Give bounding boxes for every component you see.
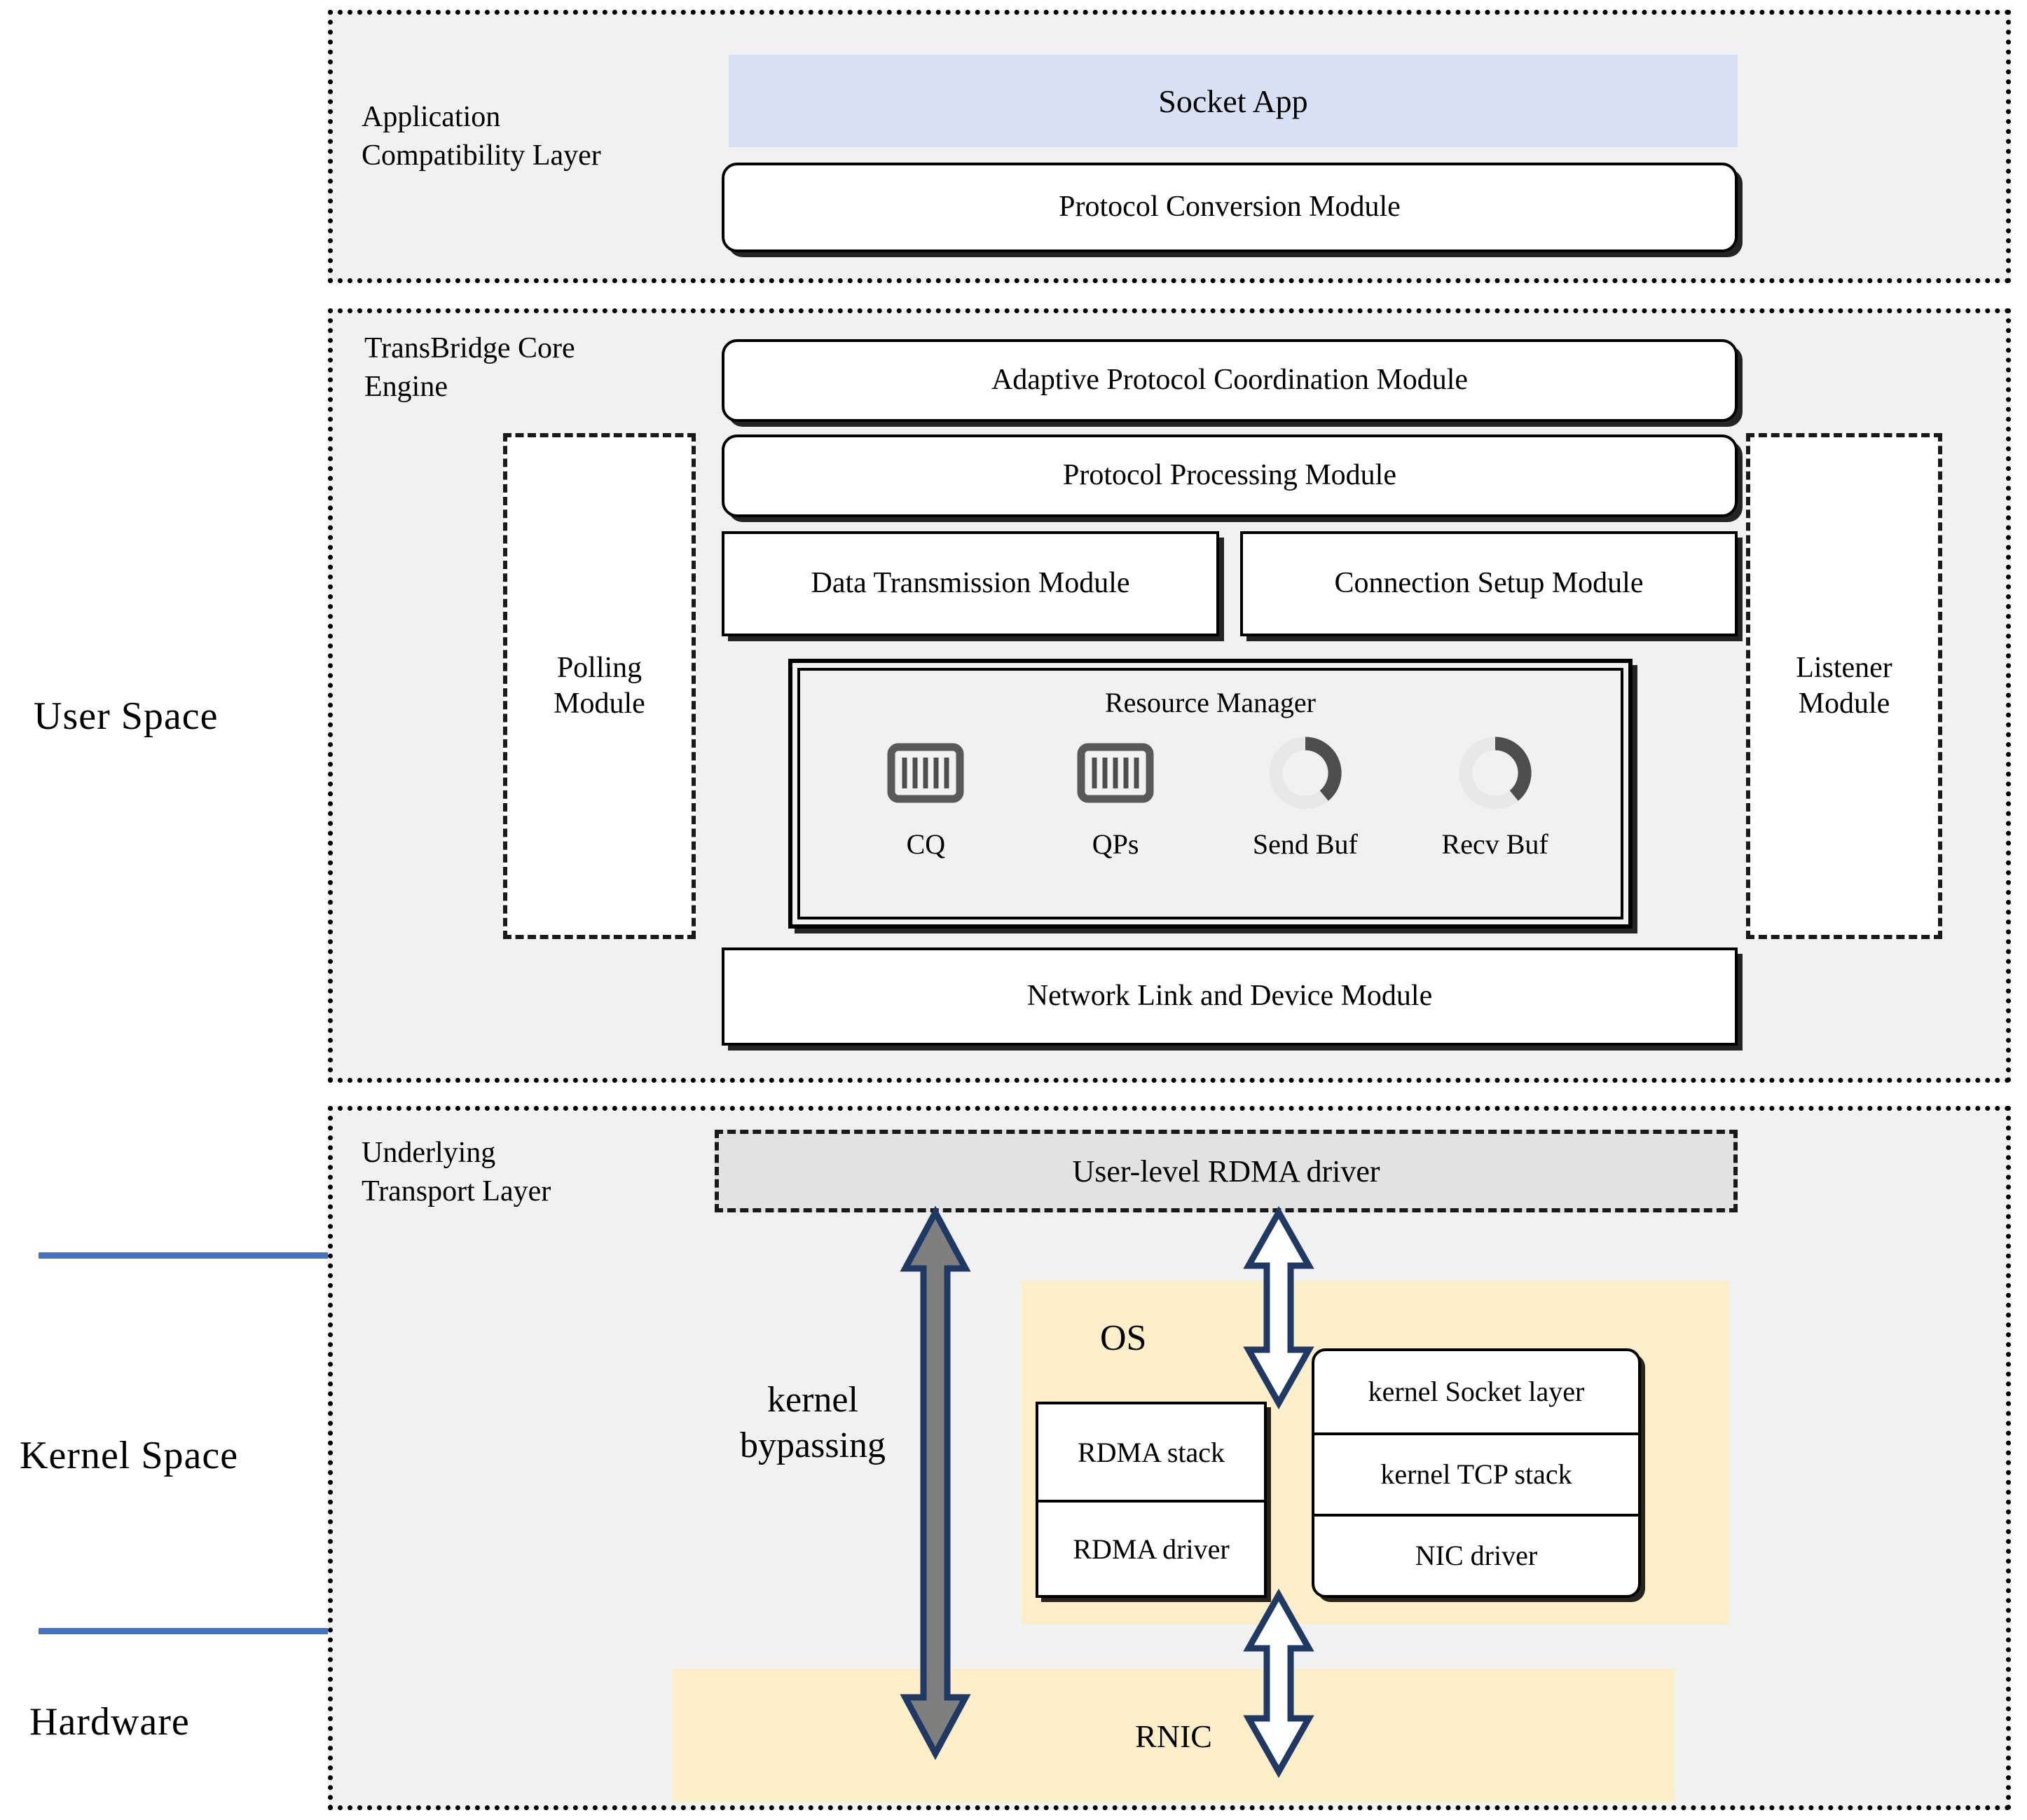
nic-driver-label: NIC driver: [1415, 1540, 1538, 1572]
space-label-user: User Space: [34, 695, 219, 738]
polling-module[interactable]: Polling Module: [503, 433, 696, 939]
queue-icon: [887, 738, 964, 808]
connection-setup-label: Connection Setup Module: [1334, 567, 1644, 600]
layer-caption-transport: Underlying Transport Layer: [362, 1137, 551, 1207]
socket-app-label: Socket App: [1158, 83, 1308, 119]
layer-caption-core-engine: TransBridge Core Engine: [364, 332, 575, 403]
connection-setup-module[interactable]: Connection Setup Module: [1240, 531, 1738, 636]
resource-item-cq-label: CQ: [906, 828, 946, 860]
network-link-device-module[interactable]: Network Link and Device Module: [722, 947, 1738, 1046]
donut-gauge-icon: [1266, 737, 1345, 809]
resource-item-qps[interactable]: QPs: [1045, 738, 1186, 861]
resource-item-qps-label: QPs: [1092, 828, 1139, 860]
os-label: OS: [1100, 1318, 1147, 1358]
socket-app-box[interactable]: Socket App: [729, 55, 1738, 147]
rdma-stack-cell[interactable]: RDMA stack: [1038, 1404, 1264, 1500]
rdma-driver-label: RDMA driver: [1073, 1533, 1230, 1565]
kernel-tcp-stack-label: kernel TCP stack: [1380, 1458, 1572, 1491]
kernel-tcp-stack-cell[interactable]: kernel TCP stack: [1314, 1432, 1638, 1514]
queue-icon: [1077, 738, 1154, 808]
protocol-processing-module[interactable]: Protocol Processing Module: [722, 435, 1738, 517]
rdma-driver-os-arrow: [1243, 1205, 1314, 1410]
user-level-rdma-driver-box[interactable]: User-level RDMA driver: [715, 1130, 1738, 1212]
data-transmission-module[interactable]: Data Transmission Module: [722, 531, 1219, 636]
resource-manager-panel[interactable]: Resource Manager: [788, 659, 1633, 929]
resource-manager-title: Resource Manager: [1105, 687, 1316, 718]
kernel-tcp-stack-column[interactable]: kernel Socket layer kernel TCP stack NIC…: [1312, 1348, 1641, 1598]
resource-item-recv-buf[interactable]: Recv Buf: [1425, 737, 1565, 861]
resource-item-send-buf-label: Send Buf: [1252, 828, 1358, 860]
resource-item-cq[interactable]: CQ: [856, 738, 996, 861]
network-link-device-label: Network Link and Device Module: [1026, 980, 1433, 1013]
kernel-socket-layer-cell[interactable]: kernel Socket layer: [1314, 1351, 1638, 1432]
resource-item-send-buf[interactable]: Send Buf: [1235, 737, 1375, 861]
donut-gauge-icon: [1456, 737, 1534, 809]
space-label-kernel: Kernel Space: [20, 1434, 239, 1477]
space-label-hardware: Hardware: [29, 1700, 190, 1744]
protocol-conversion-label: Protocol Conversion Module: [1059, 191, 1401, 224]
kernel-bypassing-label: kernel bypassing: [740, 1380, 886, 1465]
nic-driver-cell[interactable]: NIC driver: [1314, 1513, 1638, 1595]
polling-module-label: Polling Module: [554, 651, 645, 720]
rdma-stack-label: RDMA stack: [1078, 1436, 1225, 1468]
rnic-box[interactable]: RNIC: [673, 1669, 1675, 1802]
os-rnic-arrow: [1243, 1588, 1314, 1779]
resource-item-recv-buf-label: Recv Buf: [1441, 828, 1548, 860]
listener-module[interactable]: Listener Module: [1746, 433, 1942, 939]
adaptive-protocol-label: Adaptive Protocol Coordination Module: [991, 364, 1469, 397]
rdma-driver-cell[interactable]: RDMA driver: [1038, 1500, 1264, 1595]
rdma-stack-column[interactable]: RDMA stack RDMA driver: [1036, 1402, 1267, 1598]
listener-module-label: Listener Module: [1796, 651, 1892, 720]
kernel-socket-layer-label: kernel Socket layer: [1368, 1376, 1585, 1408]
data-transmission-label: Data Transmission Module: [811, 567, 1130, 600]
kernel-bypass-arrow: [900, 1205, 971, 1760]
protocol-conversion-module[interactable]: Protocol Conversion Module: [722, 163, 1738, 252]
resource-manager-items: CQ: [800, 737, 1621, 861]
layer-caption-application: Application Compatibility Layer: [362, 101, 601, 172]
user-level-rdma-driver-label: User-level RDMA driver: [1072, 1154, 1380, 1189]
rnic-label: RNIC: [1135, 1718, 1212, 1754]
protocol-processing-label: Protocol Processing Module: [1063, 459, 1396, 492]
adaptive-protocol-coordination-module[interactable]: Adaptive Protocol Coordination Module: [722, 339, 1738, 422]
resource-manager-inner: Resource Manager: [797, 668, 1623, 919]
